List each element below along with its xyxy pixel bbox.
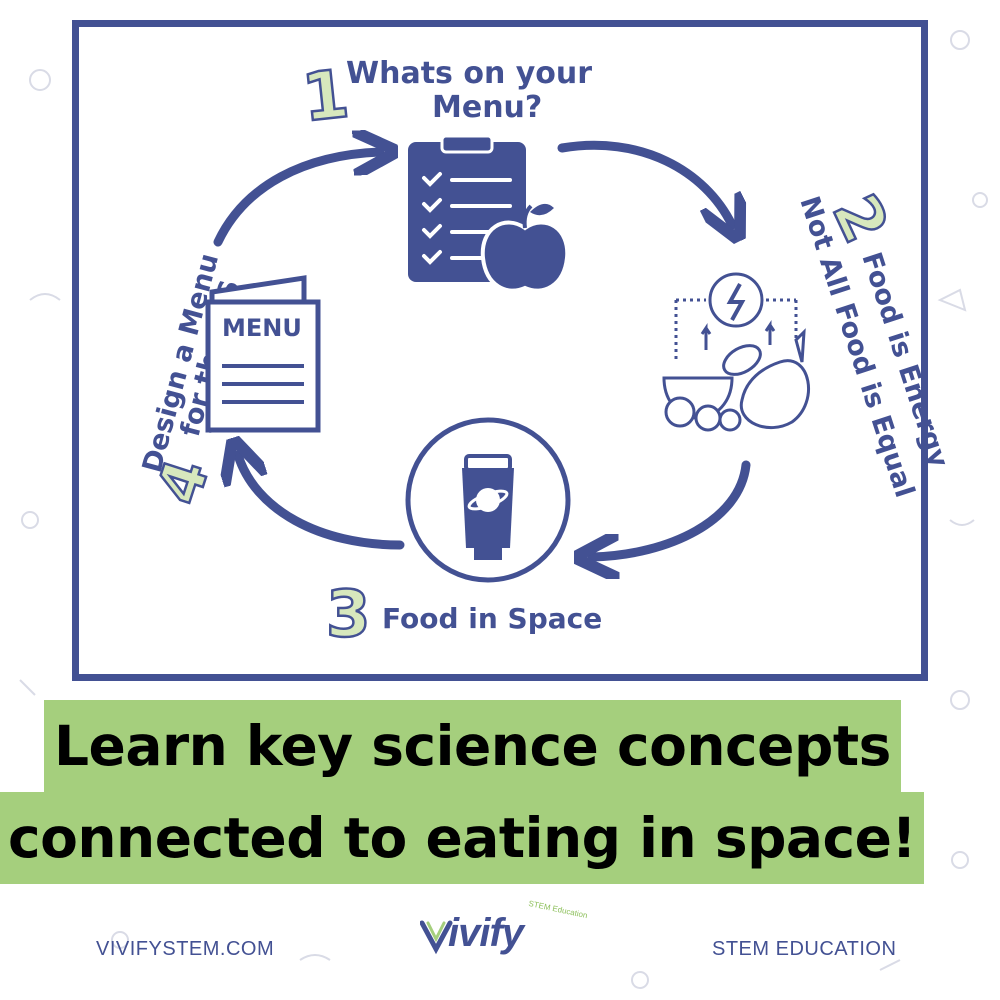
- arrow-3-to-4: [238, 455, 405, 550]
- arrow-2-to-3: [592, 460, 751, 557]
- arrow-4-to-1: [213, 152, 380, 247]
- headline-line-2: connected to eating in space!: [0, 792, 925, 884]
- logo-word: ivify: [448, 911, 524, 955]
- step-2: 2 Food is Energy Not All Food is Equal: [662, 182, 954, 501]
- menu-card-icon: MENU: [205, 275, 321, 433]
- cycle-arrows: [213, 140, 751, 557]
- footer-website[interactable]: VIVIFYSTEM.COM: [96, 938, 275, 960]
- headline-line-1: Learn key science concepts: [44, 700, 901, 792]
- food-group-icon: [662, 328, 810, 432]
- step-3-title-line1: Food in Space: [382, 602, 602, 635]
- menu-card-label: MENU: [222, 314, 302, 342]
- step-3-number: 3: [326, 578, 371, 652]
- vivify-logo[interactable]: ivify STEM Education: [420, 899, 590, 975]
- step-1-title-line2: Menu?: [432, 90, 542, 125]
- step-4: 4 Design a Menu for the ISS MENU: [137, 250, 321, 514]
- apple-icon: [480, 203, 570, 293]
- space-food-tube-icon: [405, 417, 571, 583]
- footer-tagline: STEM EDUCATION: [712, 938, 897, 960]
- logo-v-icon: [420, 920, 453, 955]
- energy-bolt-icon: [674, 272, 798, 360]
- step-1-title-line1: Whats on your: [346, 56, 592, 91]
- step-3: 3 Food in Space: [325, 417, 602, 653]
- step-1: 1 Whats on your Menu?: [297, 54, 592, 293]
- step-1-number: 1: [299, 55, 353, 136]
- arrow-1-to-2: [557, 140, 732, 225]
